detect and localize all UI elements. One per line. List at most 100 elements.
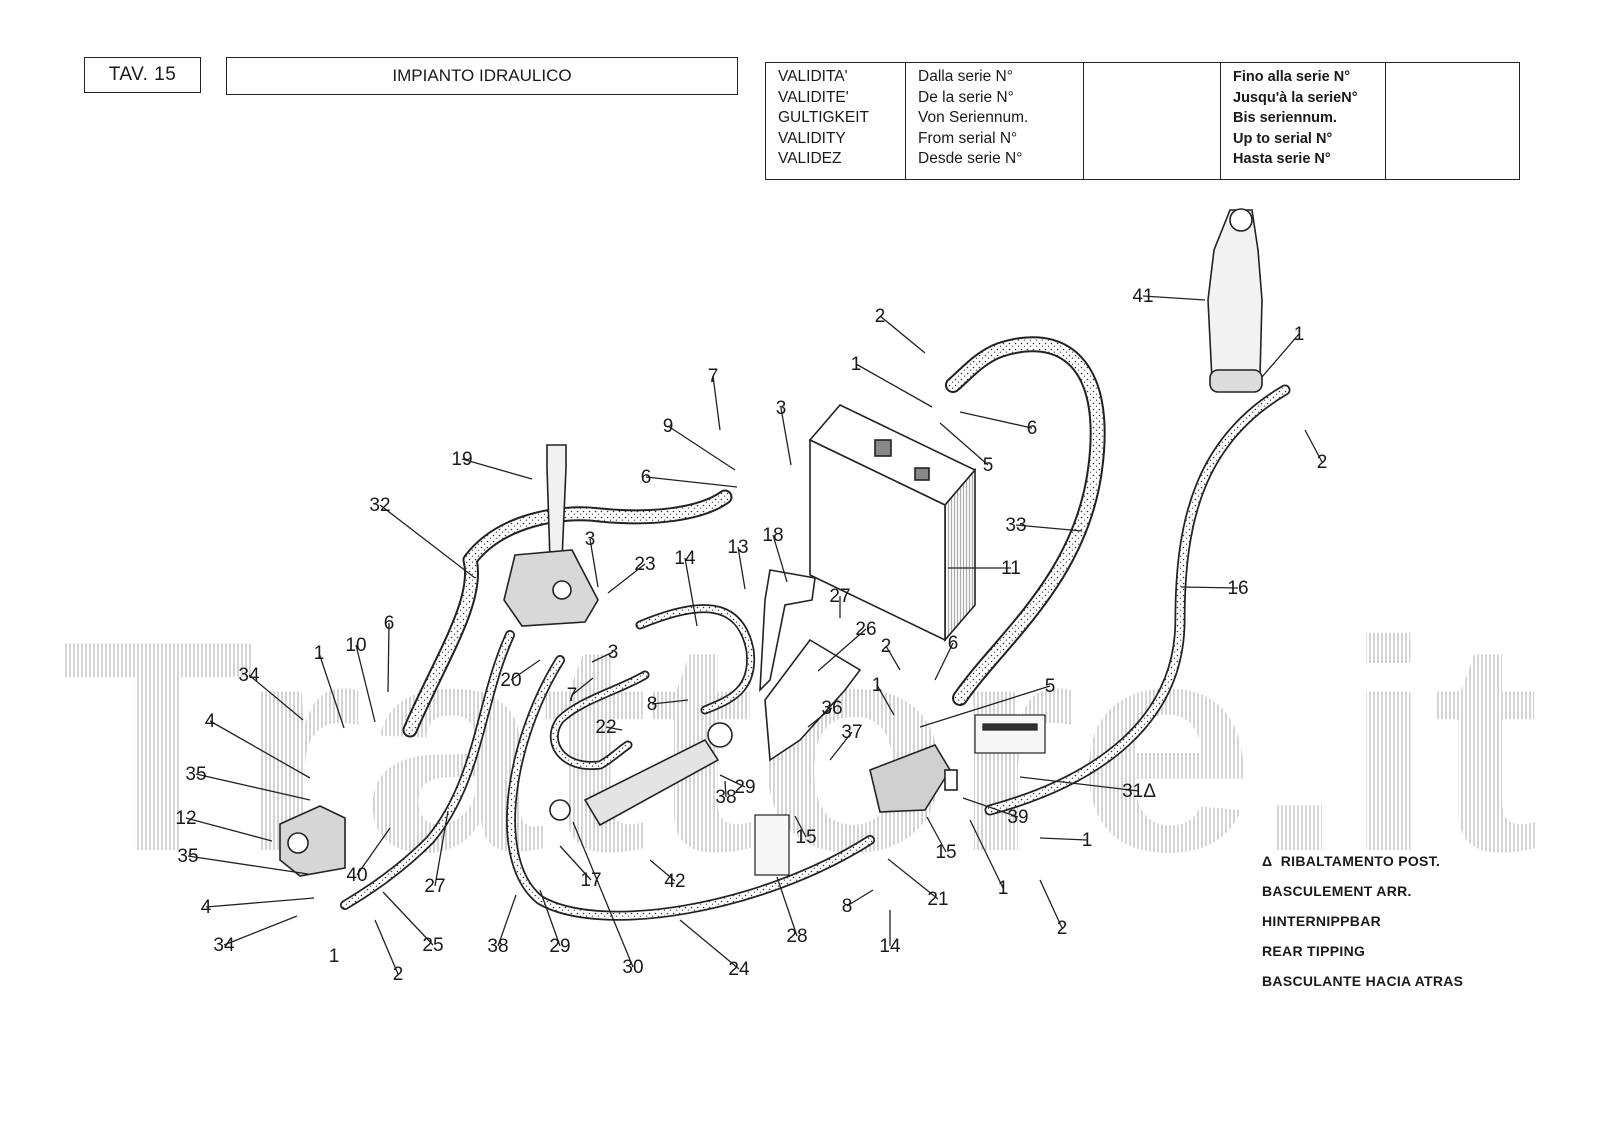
validity-label: VALIDITA' <box>778 68 848 85</box>
callout-42-label: 42 <box>664 871 685 892</box>
callout-leader-line <box>959 411 1033 429</box>
callout-38-label: 38 <box>487 936 508 957</box>
validity-label: VALIDITY <box>778 129 846 147</box>
callout-2-label: 2 <box>881 636 892 657</box>
callout-2-label: 2 <box>1057 918 1068 939</box>
callout-36-label: 36 <box>821 698 842 719</box>
callout-8-label: 8 <box>647 694 658 715</box>
to-serial-label: Bis seriennum. <box>1233 110 1337 126</box>
callout-leader-line <box>969 819 1004 889</box>
decal-31 <box>974 714 1046 754</box>
hose-13 <box>635 604 756 715</box>
callout-30-label: 30 <box>622 957 643 978</box>
from-serial-value <box>1084 63 1221 179</box>
callout-4-label: 4 <box>201 897 212 918</box>
callout-18-label: 18 <box>762 525 783 546</box>
callout-22-label: 22 <box>595 717 616 738</box>
callout-26-label: 26 <box>855 619 876 640</box>
callout-leader-line <box>185 817 273 842</box>
callout-10-label: 10 <box>345 635 366 656</box>
delta-symbol: Δ <box>1262 853 1273 869</box>
hose-16 <box>984 384 1291 816</box>
callout-leader-line <box>724 780 727 798</box>
callout-1-label: 1 <box>872 675 883 696</box>
callout-20-label: 20 <box>500 670 521 691</box>
legend-line: BASCULANTE HACIA ATRAS <box>1262 973 1464 989</box>
callout-leader-line <box>572 821 634 968</box>
callout-leader-line <box>510 659 541 681</box>
callout-40-label: 40 <box>346 865 367 886</box>
callout-leader-line <box>846 889 874 907</box>
callout-3-label: 3 <box>608 642 619 663</box>
callout-leader-line <box>855 363 933 408</box>
callout-leader-line <box>1261 333 1300 378</box>
validity-label: GULTIGKEIT <box>778 109 870 126</box>
callout-1-label: 1 <box>329 946 340 967</box>
callout-33-label: 33 <box>1005 515 1026 536</box>
callout-24-label: 24 <box>728 959 750 980</box>
callout-leader-line <box>667 425 736 471</box>
to-serial-column: Fino alla serie N° Jusqu'à la serieN° Bi… <box>1221 63 1386 179</box>
callout-2-label: 2 <box>1317 452 1328 473</box>
validity-labels-column: VALIDITA' VALIDITE' GULTIGKEIT VALIDITY … <box>766 63 906 179</box>
callout-leader-line <box>817 628 867 672</box>
callout-leader-line <box>589 538 599 588</box>
callout-7-label: 7 <box>567 685 578 706</box>
callout-leader-line <box>649 859 676 882</box>
callout-3-label: 3 <box>585 529 596 550</box>
tipping-legend: Δ RIBALTAMENTO POST. BASCULEMENT ARR. HI… <box>1262 846 1463 996</box>
oil-tank <box>808 404 977 643</box>
callout-leader-line <box>1039 879 1063 929</box>
callout-38-label: 38 <box>715 787 736 808</box>
callout-34-label: 34 <box>213 935 235 956</box>
callout-14-label: 14 <box>674 548 696 569</box>
callout-4-label: 4 <box>205 711 216 732</box>
to-serial-label: Jusqu'à la serieN° <box>1233 89 1358 106</box>
callout-6-label: 6 <box>948 633 959 654</box>
callout-leader-line <box>679 919 740 970</box>
callout-41-label: 41 <box>1132 286 1153 307</box>
callout-leader-line <box>1304 429 1323 463</box>
callout-leader-line <box>776 876 798 937</box>
callout-leader-line <box>794 815 807 838</box>
callout-leader-line <box>780 407 792 466</box>
from-serial-label: From serial N° <box>918 129 1018 147</box>
callout-leader-line <box>737 546 746 590</box>
callout-7-label: 7 <box>708 366 719 387</box>
hose-33 <box>945 336 1106 706</box>
steering-unit <box>503 444 599 627</box>
callout-15-label: 15 <box>795 827 816 848</box>
callout-37-label: 37 <box>841 722 862 743</box>
callout-leader-line <box>356 827 391 876</box>
callout-leader-line <box>205 897 315 908</box>
callout-14-label: 14 <box>879 936 901 957</box>
callout-leader-line <box>1015 524 1083 532</box>
from-serial-label: Von Seriennum. <box>918 109 1029 126</box>
callout-leader-line <box>223 915 298 946</box>
callout-29-label: 29 <box>734 777 755 798</box>
sheet-title: IMPIANTO IDRAULICO <box>226 57 738 95</box>
callout-leader-line <box>591 651 614 663</box>
from-serial-label: Dalla serie N° <box>918 68 1013 85</box>
legend-line: BASCULEMENT ARR. <box>1262 883 1412 899</box>
callout-leader-line <box>879 315 926 354</box>
callout-leader-line <box>571 677 594 696</box>
callout-32-label: 32 <box>369 495 390 516</box>
to-serial-label: Hasta serie N° <box>1233 151 1331 167</box>
callout-15-label: 15 <box>935 842 956 863</box>
callout-leader-line <box>829 731 853 761</box>
callout-25-label: 25 <box>422 935 443 956</box>
callout-leader-line <box>461 458 533 480</box>
callout-3-label: 3 <box>776 398 787 419</box>
callout-13-label: 13 <box>727 537 748 558</box>
callout-6-label: 6 <box>1027 418 1038 439</box>
callout-12-label: 12 <box>175 808 196 829</box>
callout-21-label: 21 <box>927 889 948 910</box>
support-brackets <box>759 569 862 762</box>
callout-31-label: 31Δ <box>1122 781 1156 802</box>
callout-leader-line <box>355 644 376 723</box>
callout-leader-line <box>387 622 390 693</box>
callout-leader-line <box>962 797 1019 818</box>
control-valve <box>869 744 958 813</box>
from-serial-column: Dalla serie N° De la serie N° Von Serien… <box>906 63 1084 179</box>
